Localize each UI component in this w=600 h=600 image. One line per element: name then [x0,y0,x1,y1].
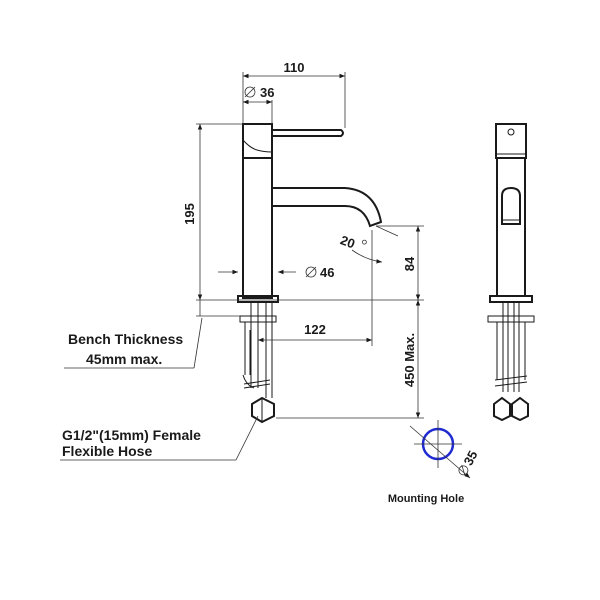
spout [272,187,383,228]
front-nut-left [493,396,511,422]
dim-35: 35 [461,448,481,468]
tap-front-view [487,123,535,422]
bench-thickness-label: Bench Thickness [68,331,183,347]
front-spout-outlet [501,186,521,225]
dim-46-group: 46 [305,265,334,280]
front-body [496,158,526,297]
front-nut-right [511,396,529,422]
dim-195: 195 [182,203,197,225]
front-handle-indicator [507,128,515,136]
dim-450-max: 450 Max. [402,333,417,387]
tap-side-view [237,123,383,424]
dim-36: 36 [260,85,274,100]
hose-label-line1: G1/2"(15mm) Female [62,427,201,443]
tap-body [242,158,273,299]
hose-label-line2: Flexible Hose [62,443,152,459]
dim-20-group: 20 [338,232,367,251]
handle-cap [242,123,273,159]
dim-36-group: 36 [244,85,274,100]
front-handle [495,123,527,159]
dim-20: 20 [338,232,357,251]
handle-lever [272,129,344,137]
dim-46: 46 [320,265,334,280]
dim-122: 122 [304,322,326,337]
dim-110: 110 [284,60,305,75]
front-base-ring [489,295,533,303]
bench-thickness-value: 45mm max. [86,351,162,367]
shank-assembly [239,302,277,424]
mounting-hole-diagram: 35 [409,420,481,479]
dim-84: 84 [402,256,417,271]
dimension-lines [60,72,424,461]
hose-nut [251,396,275,424]
mounting-hole-label: Mounting Hole [388,493,464,505]
